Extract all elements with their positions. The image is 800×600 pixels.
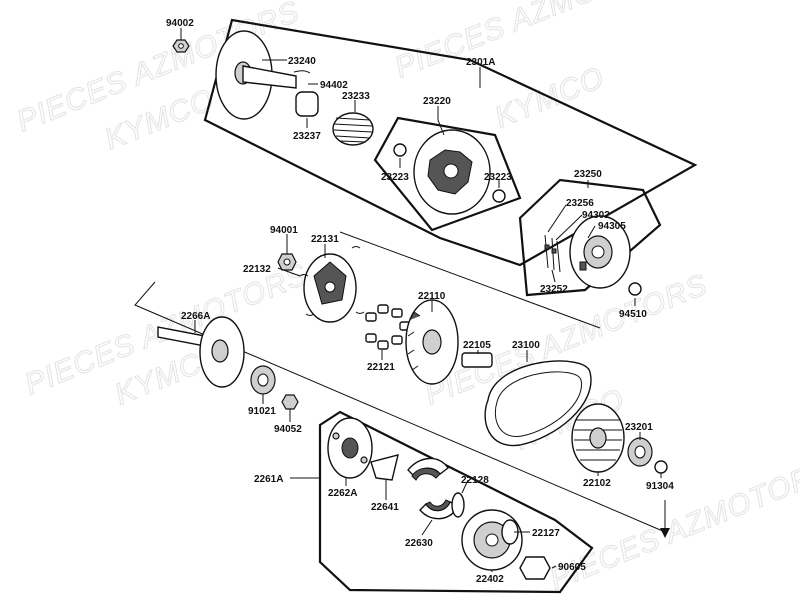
label-2261A: 2261A [254, 474, 283, 485]
label-22641: 22641 [371, 502, 399, 513]
nut-90605-icon [519, 556, 551, 580]
label-22132: 22132 [243, 264, 271, 275]
label-94302: 94302 [582, 210, 610, 221]
spring-23233-icon [332, 112, 374, 146]
bearing-23201-bore-icon [634, 445, 646, 459]
face-plate-23240-shaft-icon [242, 65, 297, 89]
label-94402: 94402 [320, 80, 348, 91]
axis-arrow-icon [660, 528, 670, 538]
label-2266A: 2266A [181, 311, 210, 322]
label-22131: 22131 [311, 234, 339, 245]
label-94052: 94052 [274, 424, 302, 435]
nut-94002-hole-icon [178, 43, 184, 49]
pulley-2266A-hub-icon [211, 339, 229, 363]
belt-23100-inner-icon [494, 371, 582, 437]
clutch-carrier-2262A-hub-icon [341, 437, 359, 459]
label-2301A: 2301A [466, 57, 495, 68]
label-94002: 94002 [166, 18, 194, 29]
label-94001: 94001 [270, 225, 298, 236]
assembly-outline-2301A [203, 18, 698, 267]
label-23237: 23237 [293, 131, 321, 142]
clutch-plate-22131-bore-icon [324, 281, 336, 293]
label-22630: 22630 [405, 538, 433, 549]
label-23256: 23256 [566, 198, 594, 209]
pin-94402-icon [293, 70, 311, 74]
ring-91304-icon [654, 460, 668, 474]
slider-pieces-23256-icon [544, 234, 561, 273]
label-22105: 22105 [463, 340, 491, 351]
washer-22128-icon [451, 492, 465, 518]
watermark-brand-9: PIECES AZMOTORS [545, 453, 800, 597]
label-23223-right: 23223 [484, 172, 512, 183]
label-94305: 94305 [598, 221, 626, 232]
label-90605: 90605 [558, 562, 586, 573]
ramp-plate-23250-slider-icon [579, 261, 587, 271]
axis-line-left [134, 281, 666, 533]
driven-face-22110-hub-icon [422, 329, 442, 355]
clutch-carrier-2262A-pin-2-icon [360, 456, 368, 464]
clip-94510-icon [628, 282, 642, 296]
assembly-outline-23220 [373, 116, 522, 232]
movable-face-23220-bore-icon [443, 163, 459, 179]
label-23220: 23220 [423, 96, 451, 107]
label-22402: 22402 [476, 574, 504, 585]
label-22128: 22128 [461, 475, 489, 486]
label-94510: 94510 [619, 309, 647, 320]
bearing-91021-bore-icon [257, 373, 269, 387]
rollers-22121-icon [365, 304, 411, 350]
belt-23100-icon [484, 360, 592, 447]
label-22110: 22110 [418, 291, 446, 302]
axis-line-top [339, 231, 601, 329]
clutch-shoes-22630-icon [407, 457, 459, 520]
ring-23223-right-icon [492, 189, 506, 203]
clip-22132-icon [299, 246, 365, 316]
label-22127: 22127 [532, 528, 560, 539]
nut-94052-icon [281, 394, 299, 410]
label-23233: 23233 [342, 91, 370, 102]
spring-22641-icon [370, 454, 399, 481]
label-91021: 91021 [248, 406, 276, 417]
driven-face-22110-teeth-icon [407, 311, 421, 371]
label-23252: 23252 [540, 284, 568, 295]
label-23201: 23201 [625, 422, 653, 433]
nut-94001-hole-icon [283, 258, 291, 266]
label-22121: 22121 [367, 362, 395, 373]
watermark-group: PIECES AZMOTORS KYMCO PIECES AZMOTORS KY… [12, 0, 800, 597]
ramp-plate-23250-bore-icon [591, 245, 605, 259]
clutch-carrier-2262A-pin-1-icon [332, 432, 340, 440]
sleeve-22105-icon [461, 352, 493, 368]
label-23240: 23240 [288, 56, 316, 67]
label-2262A: 2262A [328, 488, 357, 499]
clutch-bell-22402-bore-icon [485, 533, 499, 547]
assembly-outline-23250 [518, 178, 662, 297]
label-23100: 23100 [512, 340, 540, 351]
leader-lines [180, 28, 662, 572]
label-22102: 22102 [583, 478, 611, 489]
ring-23223-left-icon [393, 143, 407, 157]
label-23223-left: 23223 [381, 172, 409, 183]
bush-23237-icon [295, 91, 319, 117]
assembly-outline-2261A [318, 410, 594, 594]
label-91304: 91304 [646, 481, 674, 492]
fan-22102-hub-icon [589, 427, 607, 449]
label-23250: 23250 [574, 169, 602, 180]
watermark-brand-3: PIECES AZMOTORS [390, 0, 682, 84]
